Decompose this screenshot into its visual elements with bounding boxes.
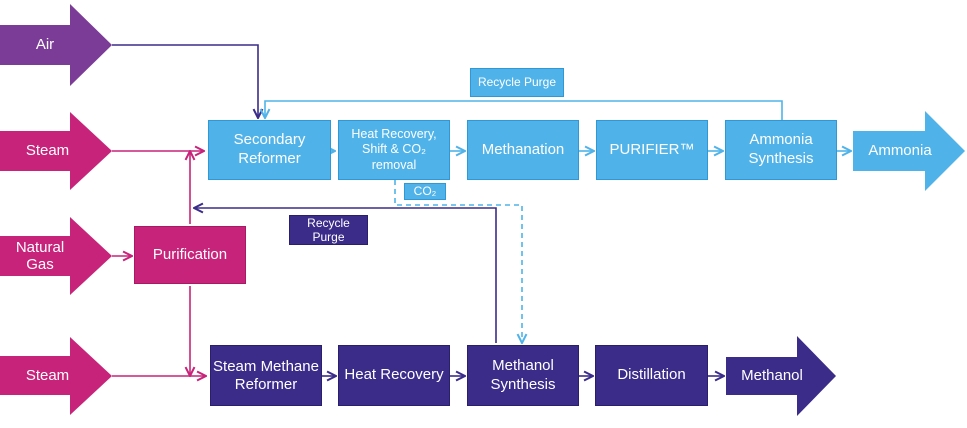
- steam-bottom-input-arrow: [0, 337, 112, 415]
- steam-bottom-label: Steam: [25, 367, 70, 385]
- ammonia-product-label: Ammonia: [868, 142, 932, 160]
- steam-top-input-arrow: [0, 112, 112, 190]
- methanol-product-label: Methanol: [741, 367, 803, 385]
- methanation-box: Methanation: [467, 120, 579, 180]
- methanol-recycle-purge-tag: Recycle Purge: [289, 215, 368, 245]
- air-feed-line: [112, 44, 258, 118]
- distillation-box: Distillation: [595, 345, 708, 406]
- co2-tag: CO₂: [404, 183, 446, 200]
- ammonia-recycle-purge-tag: Recycle Purge: [470, 68, 564, 97]
- steam-methane-reformer-box: Steam Methane Reformer: [210, 345, 322, 406]
- co2-transfer-line: [394, 180, 522, 343]
- purification-box: Purification: [134, 226, 246, 284]
- secondary-reformer-box: Secondary Reformer: [208, 120, 331, 180]
- ammonia-synthesis-box: Ammonia Synthesis: [725, 120, 837, 180]
- methanol-synthesis-box: Methanol Synthesis: [467, 345, 579, 406]
- methanol-recycle-line: [194, 208, 497, 343]
- ammonia-product-arrow: [853, 111, 965, 191]
- methanol-product-arrow: [726, 336, 836, 416]
- purifier-box: PURIFIER™: [596, 120, 708, 180]
- ammonia-recycle-line: [265, 100, 783, 120]
- natural-gas-label: Natural Gas: [15, 238, 65, 273]
- steam-top-label: Steam: [25, 142, 70, 160]
- heat-recovery-box: Heat Recovery: [338, 345, 450, 406]
- air-label: Air: [35, 36, 55, 54]
- heat-recovery-shift-box: Heat Recovery, Shift & CO₂ removal: [338, 120, 450, 180]
- air-input-arrow: [0, 4, 112, 86]
- natural-gas-input-arrow: [0, 217, 112, 295]
